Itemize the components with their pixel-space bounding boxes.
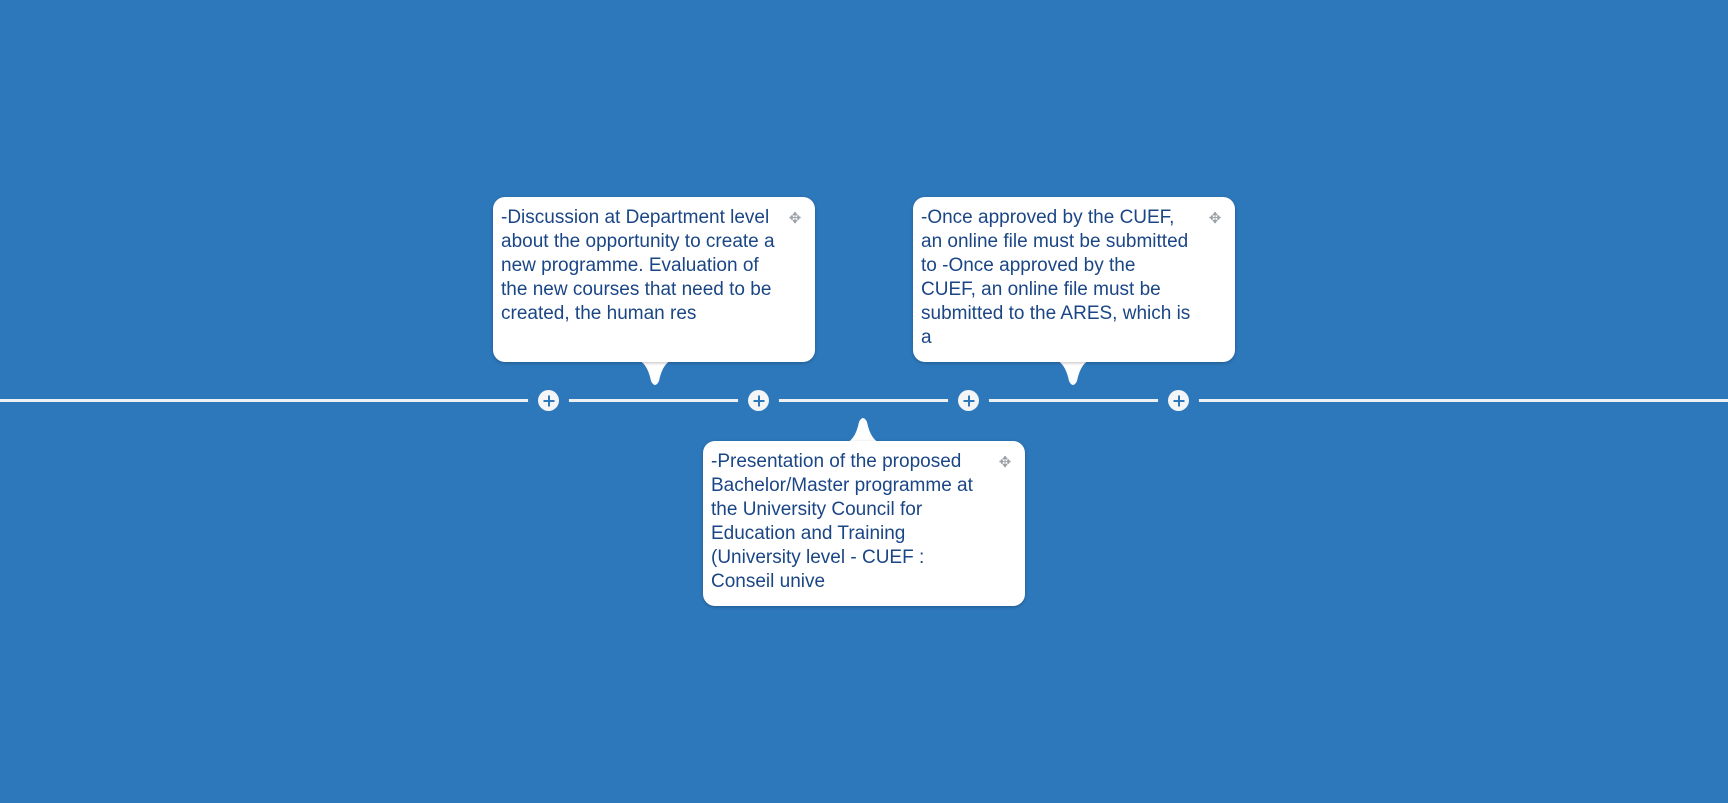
timeline-event-card[interactable]: -Presentation of the proposed Bachelor/M… — [703, 441, 1025, 606]
timeline-event-card[interactable]: -Once approved by the CUEF, an online fi… — [913, 197, 1235, 362]
event-text: -Discussion at Department level about th… — [501, 207, 775, 324]
add-event-button[interactable] — [958, 390, 979, 411]
move-icon[interactable]: ✥ — [1208, 210, 1222, 227]
timeline-line — [0, 399, 1728, 402]
card-pointer — [1053, 359, 1093, 385]
move-icon[interactable]: ✥ — [788, 210, 802, 227]
add-event-button[interactable] — [538, 390, 559, 411]
move-icon[interactable]: ✥ — [998, 454, 1012, 471]
event-text: -Presentation of the proposed Bachelor/M… — [711, 451, 973, 592]
card-pointer — [635, 359, 675, 385]
event-text: -Once approved by the CUEF, an online fi… — [921, 207, 1191, 348]
add-event-button[interactable] — [748, 390, 769, 411]
add-event-button[interactable] — [1168, 390, 1189, 411]
timeline-event-card[interactable]: -Discussion at Department level about th… — [493, 197, 815, 362]
card-pointer — [843, 416, 883, 444]
